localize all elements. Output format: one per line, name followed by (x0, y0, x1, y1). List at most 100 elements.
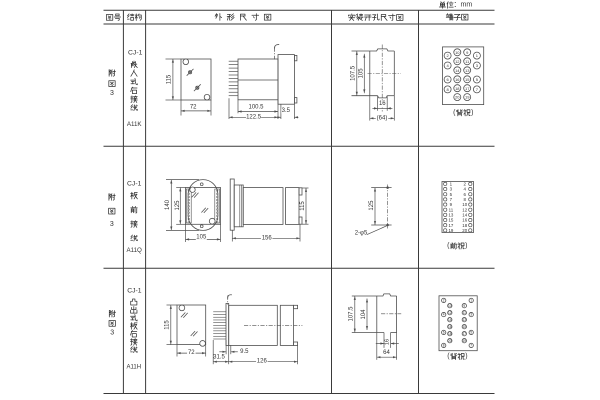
svg-text:115: 115 (167, 74, 173, 84)
svg-text:5: 5 (476, 77, 479, 82)
svg-text:2: 2 (443, 299, 445, 303)
svg-text:A11H: A11H (127, 364, 142, 370)
svg-text:3: 3 (476, 63, 479, 68)
svg-text:15: 15 (465, 77, 470, 82)
svg-text:107.5: 107.5 (351, 65, 357, 81)
svg-text:105: 105 (196, 234, 207, 240)
svg-text:14: 14 (448, 318, 452, 322)
svg-text:7: 7 (450, 197, 453, 202)
svg-text:11: 11 (449, 207, 454, 212)
svg-text:11: 11 (465, 59, 470, 64)
svg-text:126: 126 (257, 359, 268, 365)
svg-text:10: 10 (462, 202, 467, 207)
svg-text:(: ( (447, 243, 450, 250)
svg-text:13: 13 (465, 68, 470, 73)
svg-text:10: 10 (455, 50, 460, 55)
svg-text:3: 3 (110, 330, 114, 337)
svg-text:2: 2 (463, 182, 466, 187)
svg-text:3.5: 3.5 (282, 108, 291, 114)
svg-text:125: 125 (369, 200, 375, 211)
svg-text:13: 13 (448, 212, 453, 217)
svg-text:(64): (64) (377, 115, 388, 121)
svg-text:19: 19 (465, 95, 470, 100)
svg-text:12: 12 (448, 311, 452, 315)
svg-text:12: 12 (462, 207, 467, 212)
svg-text:125: 125 (175, 200, 181, 211)
svg-text:6: 6 (463, 192, 466, 197)
svg-text:16: 16 (462, 218, 467, 223)
svg-text:): ) (471, 109, 473, 116)
svg-text:1: 1 (476, 53, 479, 58)
svg-text:8: 8 (446, 87, 449, 92)
svg-text:9: 9 (466, 50, 469, 55)
svg-text:16: 16 (384, 339, 390, 345)
svg-text:64: 64 (383, 350, 390, 356)
svg-text:7: 7 (476, 87, 479, 92)
svg-text:4: 4 (463, 187, 466, 192)
svg-text:CJ-1: CJ-1 (127, 288, 142, 295)
svg-text:72: 72 (188, 350, 195, 356)
svg-text:1: 1 (470, 299, 472, 303)
svg-text:5: 5 (470, 331, 472, 335)
svg-text:16: 16 (455, 77, 460, 82)
svg-text:7: 7 (470, 344, 472, 348)
svg-text:11: 11 (463, 311, 467, 315)
svg-text:9: 9 (463, 304, 465, 308)
svg-text:19: 19 (448, 228, 453, 233)
svg-text:：mm: ：mm (454, 2, 473, 9)
svg-text:17: 17 (465, 86, 470, 91)
svg-text:72: 72 (190, 105, 197, 111)
svg-text:122.5: 122.5 (246, 114, 262, 120)
svg-text:20: 20 (448, 339, 452, 343)
svg-text:): ) (465, 353, 467, 360)
svg-text:CJ-1: CJ-1 (128, 49, 143, 56)
svg-text:104: 104 (361, 309, 367, 320)
svg-text:20: 20 (455, 95, 460, 100)
svg-text:3: 3 (110, 90, 114, 97)
svg-text:156: 156 (262, 235, 273, 241)
svg-text:9.5: 9.5 (240, 349, 249, 355)
svg-text:18: 18 (462, 223, 467, 228)
svg-text:15: 15 (448, 218, 453, 223)
svg-text:3: 3 (110, 221, 114, 228)
svg-text:107.5: 107.5 (349, 306, 355, 322)
svg-text:31.5: 31.5 (213, 354, 225, 360)
svg-text:A11K: A11K (127, 121, 143, 128)
svg-text:14: 14 (462, 212, 467, 217)
svg-text:16: 16 (379, 101, 386, 107)
svg-text:12: 12 (455, 59, 460, 64)
svg-text:2: 2 (446, 53, 449, 58)
svg-text:A11Q: A11Q (127, 247, 143, 254)
svg-text:20: 20 (462, 228, 467, 233)
svg-text:115: 115 (300, 201, 306, 211)
svg-text:100.5: 100.5 (248, 104, 264, 110)
svg-text:6: 6 (443, 331, 445, 335)
svg-text:17: 17 (448, 223, 453, 228)
svg-text:(: ( (453, 109, 456, 116)
svg-text:9: 9 (450, 202, 453, 207)
svg-text:17: 17 (463, 332, 467, 336)
svg-text:19: 19 (463, 339, 467, 343)
svg-text:18: 18 (448, 332, 452, 336)
svg-text:18: 18 (455, 86, 460, 91)
svg-text:3: 3 (450, 187, 453, 192)
svg-text:6: 6 (446, 77, 449, 82)
svg-text:3: 3 (470, 313, 472, 317)
svg-text:8: 8 (463, 197, 466, 202)
svg-text:5: 5 (450, 192, 453, 197)
svg-text:105: 105 (358, 68, 364, 79)
svg-text:CJ-1: CJ-1 (127, 181, 142, 188)
svg-text:10: 10 (448, 304, 452, 308)
svg-text:15: 15 (463, 325, 467, 329)
svg-text:4: 4 (446, 63, 449, 68)
svg-text:8: 8 (443, 344, 445, 348)
svg-text:1: 1 (450, 182, 453, 187)
svg-text:): ) (465, 243, 467, 250)
svg-text:2-φ5: 2-φ5 (355, 230, 368, 236)
svg-text:115: 115 (165, 320, 171, 330)
svg-text:13: 13 (463, 318, 467, 322)
svg-text:(: ( (447, 353, 450, 360)
svg-text:4: 4 (443, 313, 445, 317)
svg-text:140: 140 (165, 199, 171, 210)
svg-text:16: 16 (448, 325, 452, 329)
